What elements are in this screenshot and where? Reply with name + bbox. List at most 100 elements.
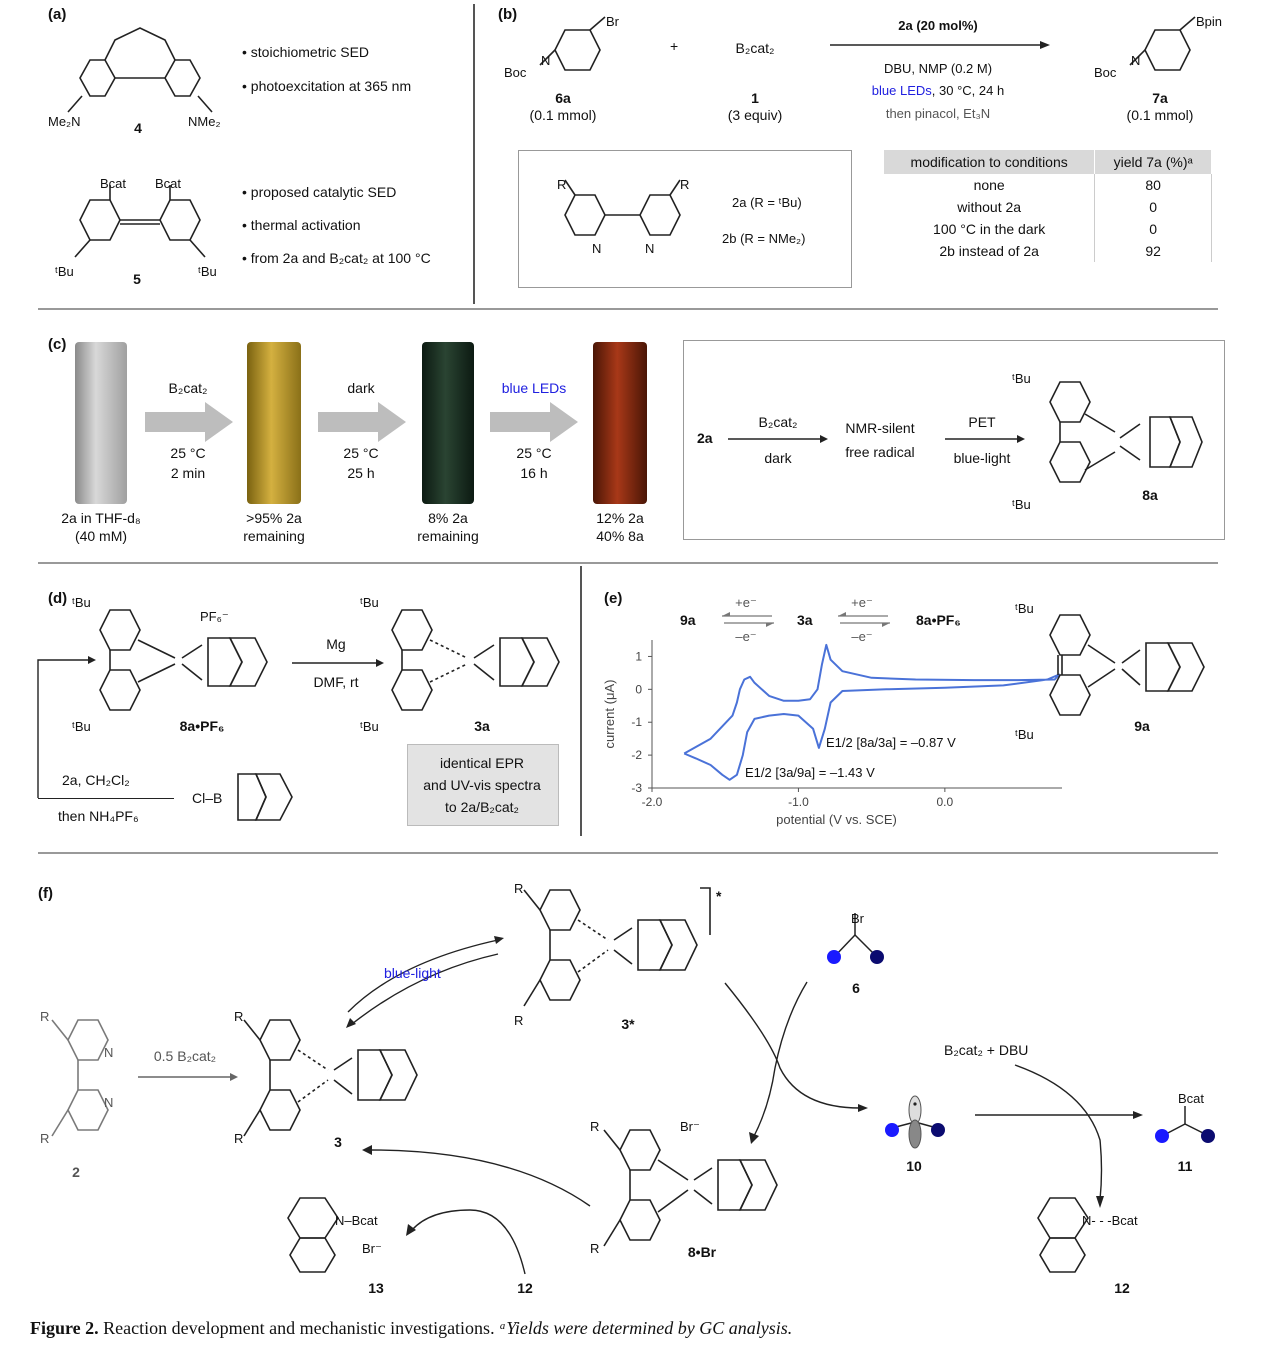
cmpd7a-label: 7a <box>1152 90 1168 106</box>
y-tick-label: -2 <box>631 748 642 762</box>
d-3a-tbu-1: ᵗBu <box>360 595 379 610</box>
bullet-4-2: • photoexcitation at 365 nm <box>242 78 412 94</box>
divider-row1 <box>38 308 1218 310</box>
d-note-box <box>407 744 559 826</box>
e-equilibrium-1 <box>722 612 774 627</box>
tube-photo-2 <box>247 342 301 504</box>
box-arrow1-top: B₂cat₂ <box>758 414 798 430</box>
box-8a-tbu-1: ᵗBu <box>1012 371 1031 386</box>
cmpd6a-boc: Boc <box>504 65 527 80</box>
box-8a-label: 8a <box>1142 487 1158 503</box>
tube4-label-2: 40% 8a <box>596 528 644 544</box>
condition-temp-time: , 30 °C, 24 h <box>931 83 1005 98</box>
tube1-label-1: 2a in THF-d₈ <box>61 510 141 526</box>
compound-7a-structure <box>1129 16 1196 71</box>
f-cmpd12b-label: 12 <box>517 1280 533 1296</box>
f-cmpd2-n2: N <box>104 1095 114 1110</box>
bipy-n-right: N <box>645 241 655 256</box>
y-axis-label: current (μA) <box>602 680 617 749</box>
process-arrow-3 <box>490 402 578 442</box>
arrow1-top: B₂cat₂ <box>168 380 208 396</box>
cmpd6a-label: 6a <box>555 90 571 106</box>
compound-8a-structure <box>1049 381 1203 483</box>
f-cmpd8-r2: R <box>590 1241 600 1256</box>
d-3a-tbu-2: ᵗBu <box>360 719 379 734</box>
divider-de <box>580 566 582 836</box>
tube3-label-2: remaining <box>417 528 479 544</box>
condition-blue-leds: blue LEDs <box>871 83 932 98</box>
x-tick-label: -1.0 <box>788 795 809 809</box>
table-cell: 92 <box>1094 240 1212 262</box>
d-pf6: PF₆⁻ <box>200 609 229 624</box>
e-label-minus-2: –e⁻ <box>851 629 873 644</box>
caption-bold: Figure 2. <box>30 1318 99 1338</box>
f-br-minus: Br⁻ <box>680 1119 700 1134</box>
bipy-n-left: N <box>592 241 602 256</box>
tube4-label-1: 12% 2a <box>596 510 644 526</box>
f-cmpd2-label: 2 <box>72 1164 80 1180</box>
tube-photo-1 <box>75 342 127 504</box>
cmpd5-tbu-left: ᵗBu <box>55 264 74 279</box>
cmpd7a-bpin: Bpin <box>1196 14 1223 29</box>
cmpd4-label: 4 <box>134 120 142 136</box>
e-label-plus-1: +e⁻ <box>735 595 757 610</box>
caption-text: Reaction development and mechanistic inv… <box>98 1318 500 1338</box>
e-9a-tbu-2: ᵗBu <box>1015 727 1034 742</box>
table-cell: none <box>884 174 1096 196</box>
f-cmpd12-label: 12 <box>1114 1280 1130 1296</box>
tube-photo-3 <box>422 342 474 504</box>
cv-trace-line <box>683 643 1061 781</box>
clbcat-structure <box>237 773 293 821</box>
d-arrow-top: Mg <box>326 636 346 652</box>
f-cmpd2-r1: R <box>40 1009 50 1024</box>
e-equilibrium-2 <box>838 612 890 627</box>
e-label-minus-1: –e⁻ <box>735 629 757 644</box>
arrow1-bottom-2: 2 min <box>170 465 206 481</box>
box-arrow-1 <box>728 435 828 443</box>
box-arrow1-bottom: dark <box>764 450 792 466</box>
y-tick-label: -1 <box>631 715 642 729</box>
cmpd6a-amount: (0.1 mmol) <box>529 107 597 123</box>
f-cmpd13-br: Br⁻ <box>362 1241 382 1256</box>
cmpd7a-boc: Boc <box>1094 65 1117 80</box>
f-arrow-6-to-8 <box>749 981 808 1144</box>
tube2-label-2: remaining <box>243 528 305 544</box>
d-note-2: and UV-vis spectra <box>423 777 541 793</box>
d-8aPF6-label: 8a•PF₆ <box>179 718 225 734</box>
cmpd6a-n: N <box>541 53 551 68</box>
condition-line1: DBU, NMP (0.2 M) <box>883 61 993 76</box>
box-mid-2: free radical <box>845 444 915 460</box>
f-cmpd6-br: Br <box>851 911 864 926</box>
f-arrow-3star-to-10 <box>724 982 868 1112</box>
f-cmpd10-label: 10 <box>906 1158 922 1174</box>
compound-5-structure <box>74 185 206 258</box>
f-cmpd11-bcat: Bcat <box>1178 1091 1205 1106</box>
f-cmpd3-r2: R <box>234 1131 244 1146</box>
box-8a-tbu-2: ᵗBu <box>1012 497 1031 512</box>
bullet-5-2: • thermal activation <box>242 217 361 233</box>
process-arrow-1 <box>145 402 233 442</box>
cmpd5-bcat-left: Bcat <box>100 176 127 191</box>
x-tick-label: -2.0 <box>642 795 663 809</box>
arrow2-top: dark <box>347 380 375 396</box>
arrow2-bottom-2: 25 h <box>347 465 375 481</box>
table-header-yield: yield 7a (%)ᵃ <box>1094 150 1212 174</box>
table-cell: 2b instead of 2a <box>884 240 1096 262</box>
process-arrow-2 <box>318 402 406 442</box>
f-star: * <box>716 888 722 904</box>
f-compound-10 <box>885 1095 945 1149</box>
f-cmpd8-label: 8•Br <box>687 1244 717 1260</box>
bipy-2a: 2a (R = ᵗBu) <box>732 195 802 210</box>
e-e12-8a3a: E1/2 [8a/3a] = –0.87 V <box>826 735 956 750</box>
bullet-4-1: • stoichiometric SED <box>242 44 370 60</box>
f-b2cat2-dbu: B₂cat₂ + DBU <box>944 1042 1029 1058</box>
arrow3-bottom-1: 25 °C <box>516 445 552 461</box>
bipyridine-structure <box>564 179 681 236</box>
f-blue-light: blue-light <box>384 965 441 981</box>
panel-label-d: (d) <box>48 590 68 607</box>
compound-3-structure <box>243 1019 418 1137</box>
tube3-label-1: 8% 2a <box>428 510 468 526</box>
d-8a-tbu-2: ᵗBu <box>72 719 91 734</box>
